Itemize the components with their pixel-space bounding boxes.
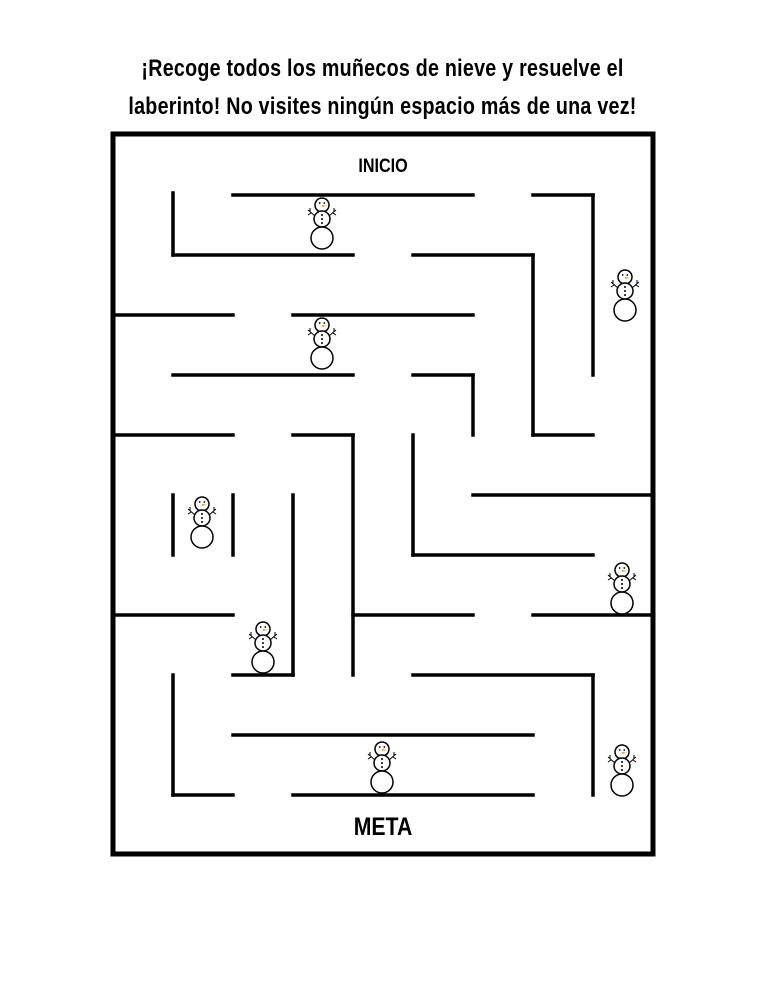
snowman-icon[interactable] — [187, 496, 217, 549]
goal-label: META — [354, 812, 413, 840]
snowman-icon[interactable] — [307, 317, 337, 370]
instructions-title: ¡Recoge todos los muñecos de nieve y res… — [128, 55, 637, 120]
snowman-icon[interactable] — [307, 197, 337, 250]
start-label: INICIO — [358, 155, 407, 177]
snowman-icon[interactable] — [248, 621, 278, 674]
snowman-icon[interactable] — [607, 744, 637, 797]
maze-walls — [111, 191, 655, 797]
snowman-icon[interactable] — [610, 269, 640, 322]
snowman-icon[interactable] — [367, 741, 397, 794]
snowman-icon[interactable] — [607, 562, 637, 615]
